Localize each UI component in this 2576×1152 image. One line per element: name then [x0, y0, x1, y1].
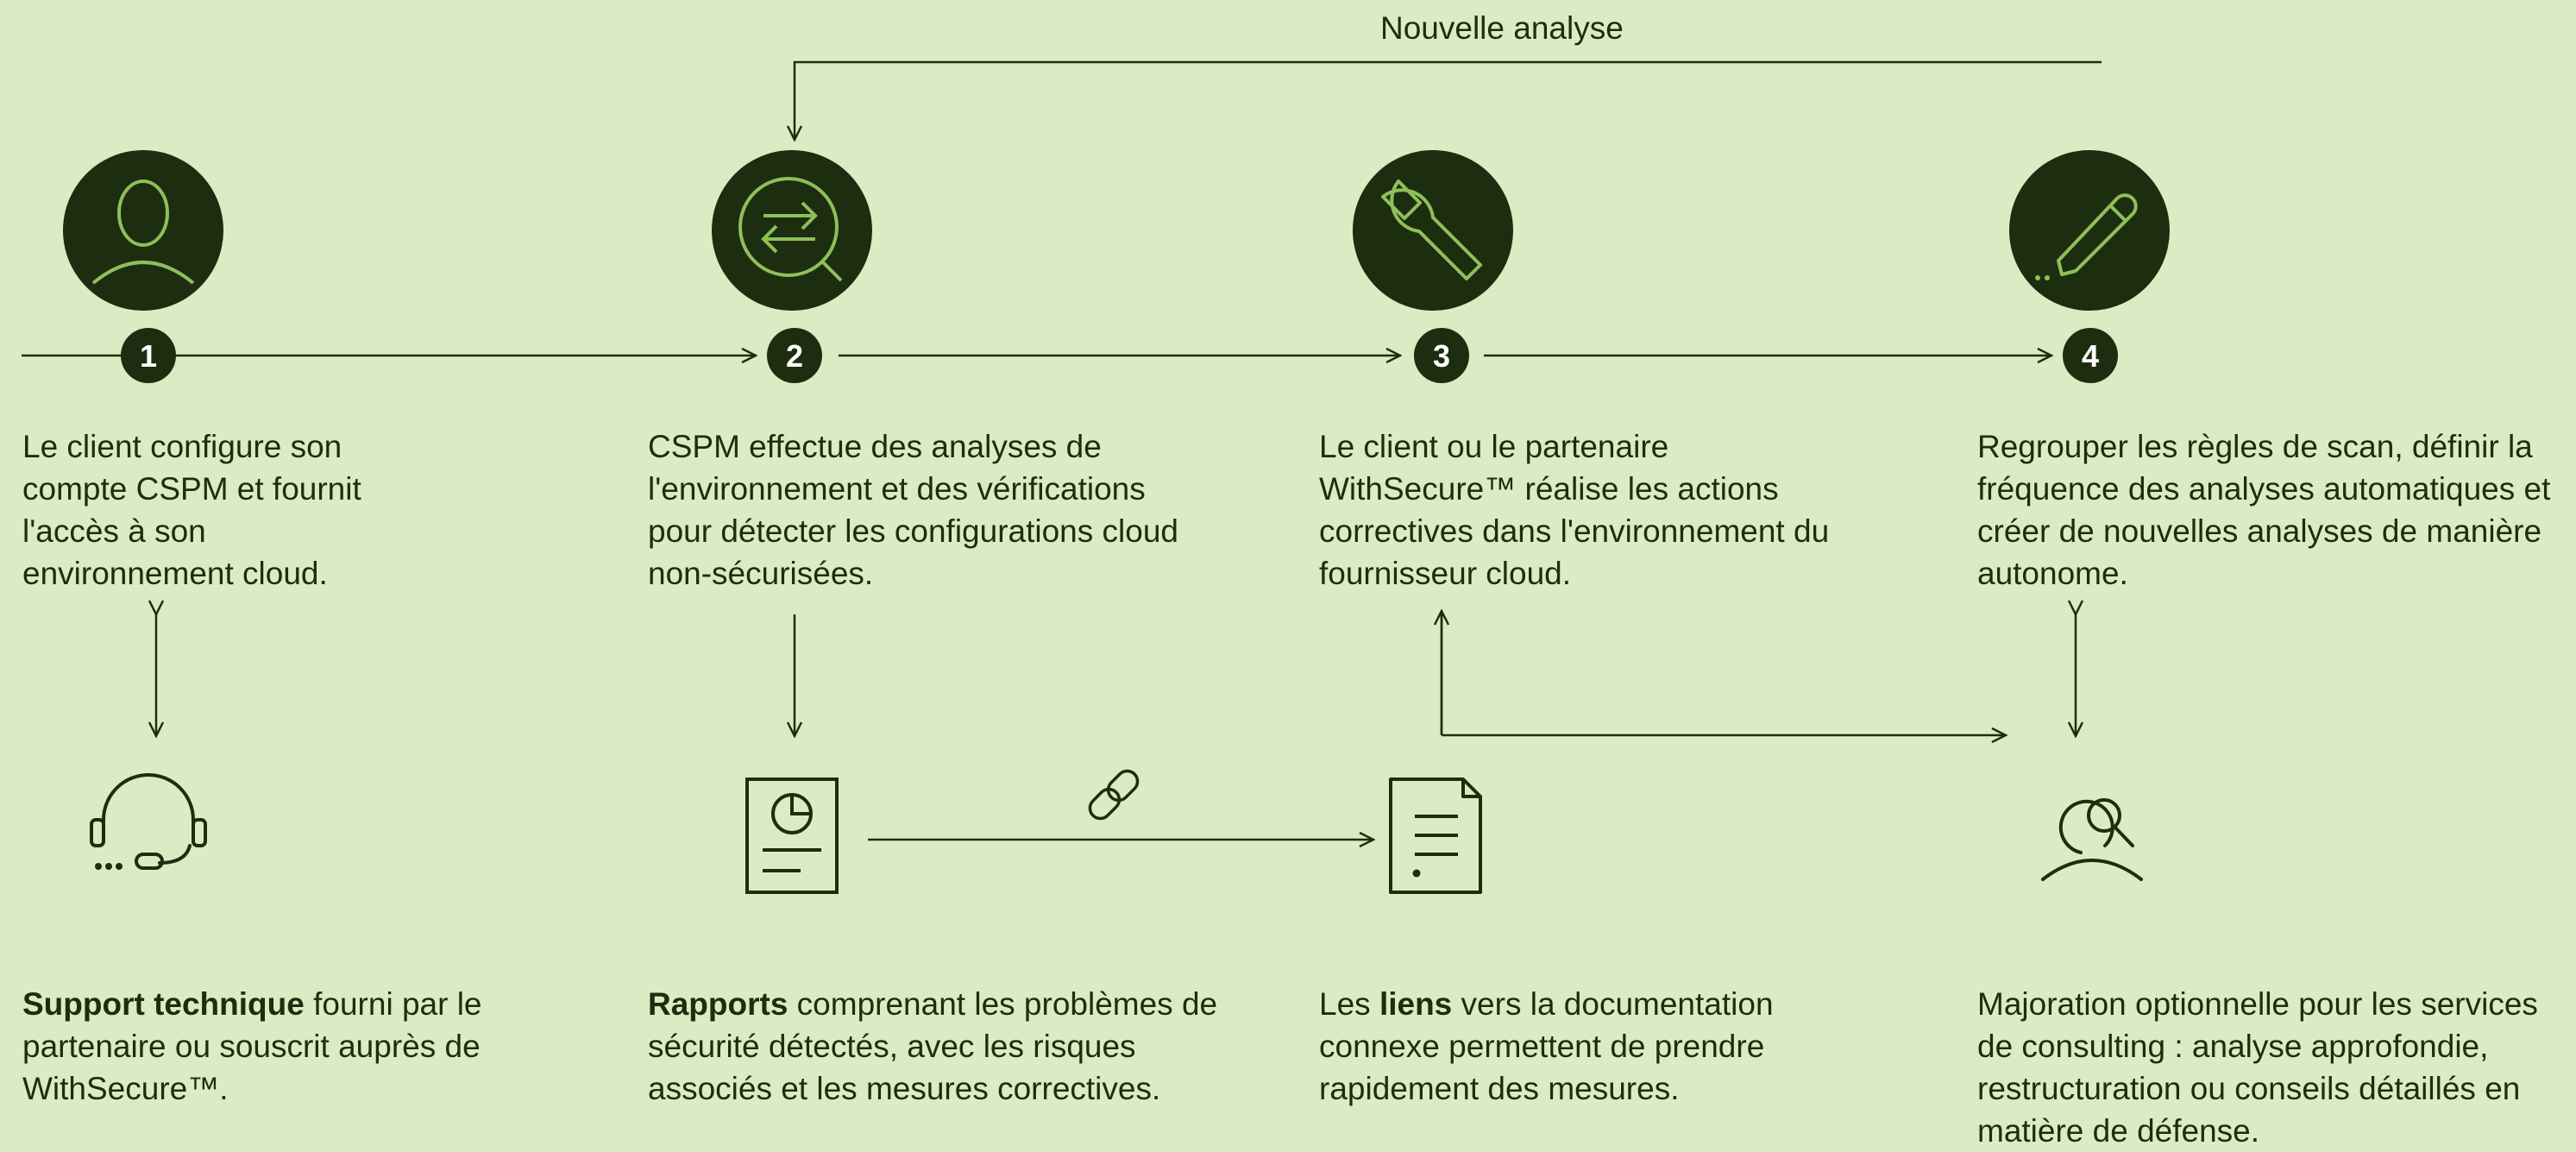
links-rest: vers la documentation connexe permettent… [1319, 986, 1774, 1106]
loop-label: Nouvelle analyse [1380, 10, 1624, 46]
step-badge-1: 1 [121, 328, 176, 383]
user-icon [91, 179, 195, 285]
headset-icon [90, 773, 207, 870]
scan-search-icon [738, 177, 843, 282]
step-4-icon-circle [2009, 150, 2170, 311]
links-pre: Les [1319, 986, 1379, 1022]
wrench-icon [1381, 179, 1482, 280]
step-3-text: Le client ou le partenaire WithSecure™ r… [1319, 429, 1830, 591]
reports-rest: comprenant les problèmes de sécurité dét… [648, 986, 1218, 1106]
pencil-icon [2035, 193, 2138, 280]
connector-3 [1440, 611, 2006, 735]
step-2-icon-circle [712, 150, 872, 311]
links-bold: liens [1379, 986, 1453, 1022]
report-icon [745, 777, 839, 894]
step-badge-4: 4 [2063, 328, 2118, 383]
step-number-2: 2 [786, 338, 803, 374]
link-icon [1088, 769, 1140, 821]
reports-text: Rapports comprenant les problèmes de séc… [648, 983, 1226, 1110]
step-1-text: Le client configure son compte CSPM et f… [22, 429, 361, 591]
reports-bold: Rapports [648, 986, 789, 1022]
document-icon [1389, 777, 1482, 894]
step-number-4: 4 [2082, 338, 2099, 374]
links-text: Les liens vers la documentation connexe … [1319, 983, 1837, 1110]
step-2-text: CSPM effectue des analyses de l'environn… [648, 429, 1178, 591]
consulting-text: Majoration optionnelle pour les services… [1977, 986, 2538, 1149]
loop-arrow [795, 60, 2102, 140]
support-rest: fourni par le partenaire ou souscrit aup… [22, 986, 482, 1106]
step-3-icon-circle [1353, 150, 1513, 311]
step-badge-2: 2 [767, 328, 822, 383]
step-1-icon-circle [63, 150, 223, 311]
step-badge-3: 3 [1414, 328, 1469, 383]
step-number-1: 1 [140, 338, 157, 374]
consultant-icon [2041, 798, 2143, 881]
step-4-text: Regrouper les règles de scan, définir la… [1977, 429, 2551, 591]
support-bold: Support technique [22, 986, 305, 1022]
support-text: Support technique fourni par le partenai… [22, 983, 506, 1110]
step-number-3: 3 [1433, 338, 1450, 374]
